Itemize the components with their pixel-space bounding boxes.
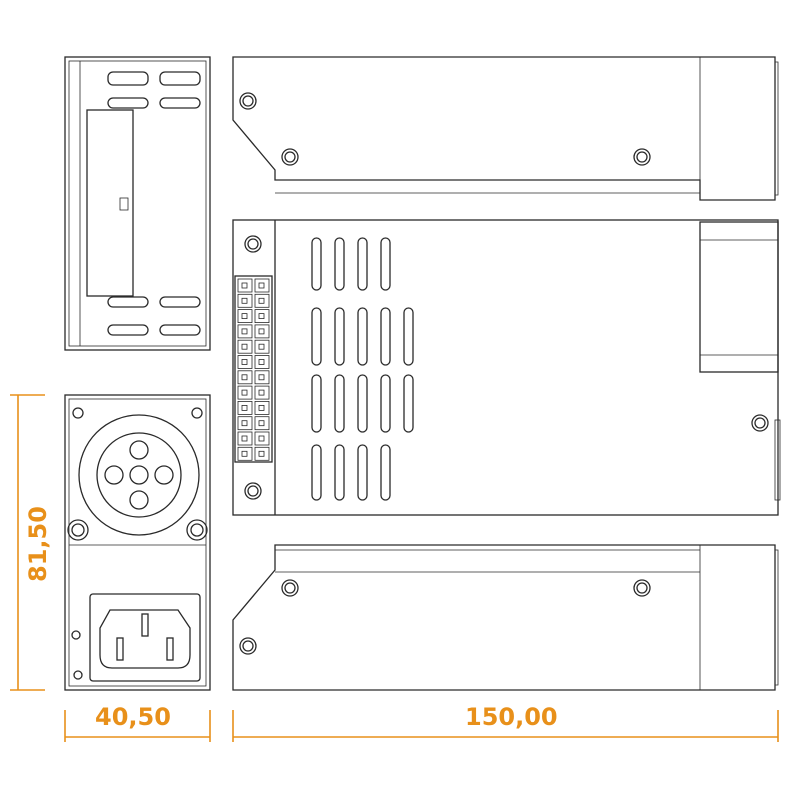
vent-slot (107, 296, 149, 308)
vent-slot (311, 237, 322, 291)
connector-pin (254, 339, 270, 354)
vent-slot (380, 374, 391, 433)
length-dimension-label: 150,00 (465, 703, 558, 731)
vent-slots (107, 71, 201, 336)
connector-pin (254, 431, 270, 446)
connector-pin (254, 400, 270, 415)
front-view (64, 394, 211, 691)
connector-pin (254, 278, 270, 293)
connector-pin (254, 324, 270, 339)
connector-pin (237, 431, 253, 446)
vent-slot (107, 324, 149, 336)
connector-pin (254, 446, 270, 461)
vent-slot (380, 444, 391, 501)
vent-slot (403, 374, 414, 433)
vent-slot (159, 324, 201, 336)
vent-slot (357, 374, 368, 433)
vent-slot (159, 296, 201, 308)
vent-slot (334, 237, 345, 291)
vent-slot (357, 444, 368, 501)
vent-slot (403, 307, 414, 366)
vent-slot (380, 307, 391, 366)
connector-pin (237, 355, 253, 369)
vent-slot (357, 307, 368, 366)
top-end-view (64, 56, 211, 351)
connector-pin (237, 385, 253, 400)
connector-pin (254, 370, 270, 385)
connector-pins (237, 278, 270, 461)
connector-pin (237, 416, 253, 431)
atx-connector-icon (234, 275, 273, 463)
connector-pin (254, 355, 270, 369)
connector-pin (237, 309, 253, 324)
dimension-lines (10, 394, 779, 742)
vent-slots (311, 237, 414, 501)
connector-pin (237, 293, 253, 308)
vent-slot (334, 307, 345, 366)
plan-view (232, 219, 781, 516)
vent-slot (107, 71, 149, 86)
width-dimension-label: 40,50 (95, 703, 171, 731)
side-view-bottom (232, 544, 779, 691)
vent-slot (334, 374, 345, 433)
vent-slot (159, 97, 201, 109)
connector-pin (237, 324, 253, 339)
vent-slot (159, 71, 201, 86)
connector-pin (237, 278, 253, 293)
height-dimension-label: 81,50 (24, 506, 52, 582)
vent-slot (380, 237, 391, 291)
connector-pin (254, 309, 270, 324)
fan-icon (78, 414, 200, 536)
connector-pin (237, 370, 253, 385)
connector-pin (254, 385, 270, 400)
connector-pin (237, 446, 253, 461)
vent-slot (311, 374, 322, 433)
connector-pin (254, 416, 270, 431)
vent-slot (311, 444, 322, 501)
side-view-top (232, 56, 779, 201)
vent-slot (357, 237, 368, 291)
connector-pin (254, 293, 270, 308)
connector-pin (237, 339, 253, 354)
vent-slot (311, 307, 322, 366)
vent-slot (334, 444, 345, 501)
power-inlet-icon (89, 593, 201, 682)
connector-pin (237, 400, 253, 415)
vent-slot (107, 97, 149, 109)
